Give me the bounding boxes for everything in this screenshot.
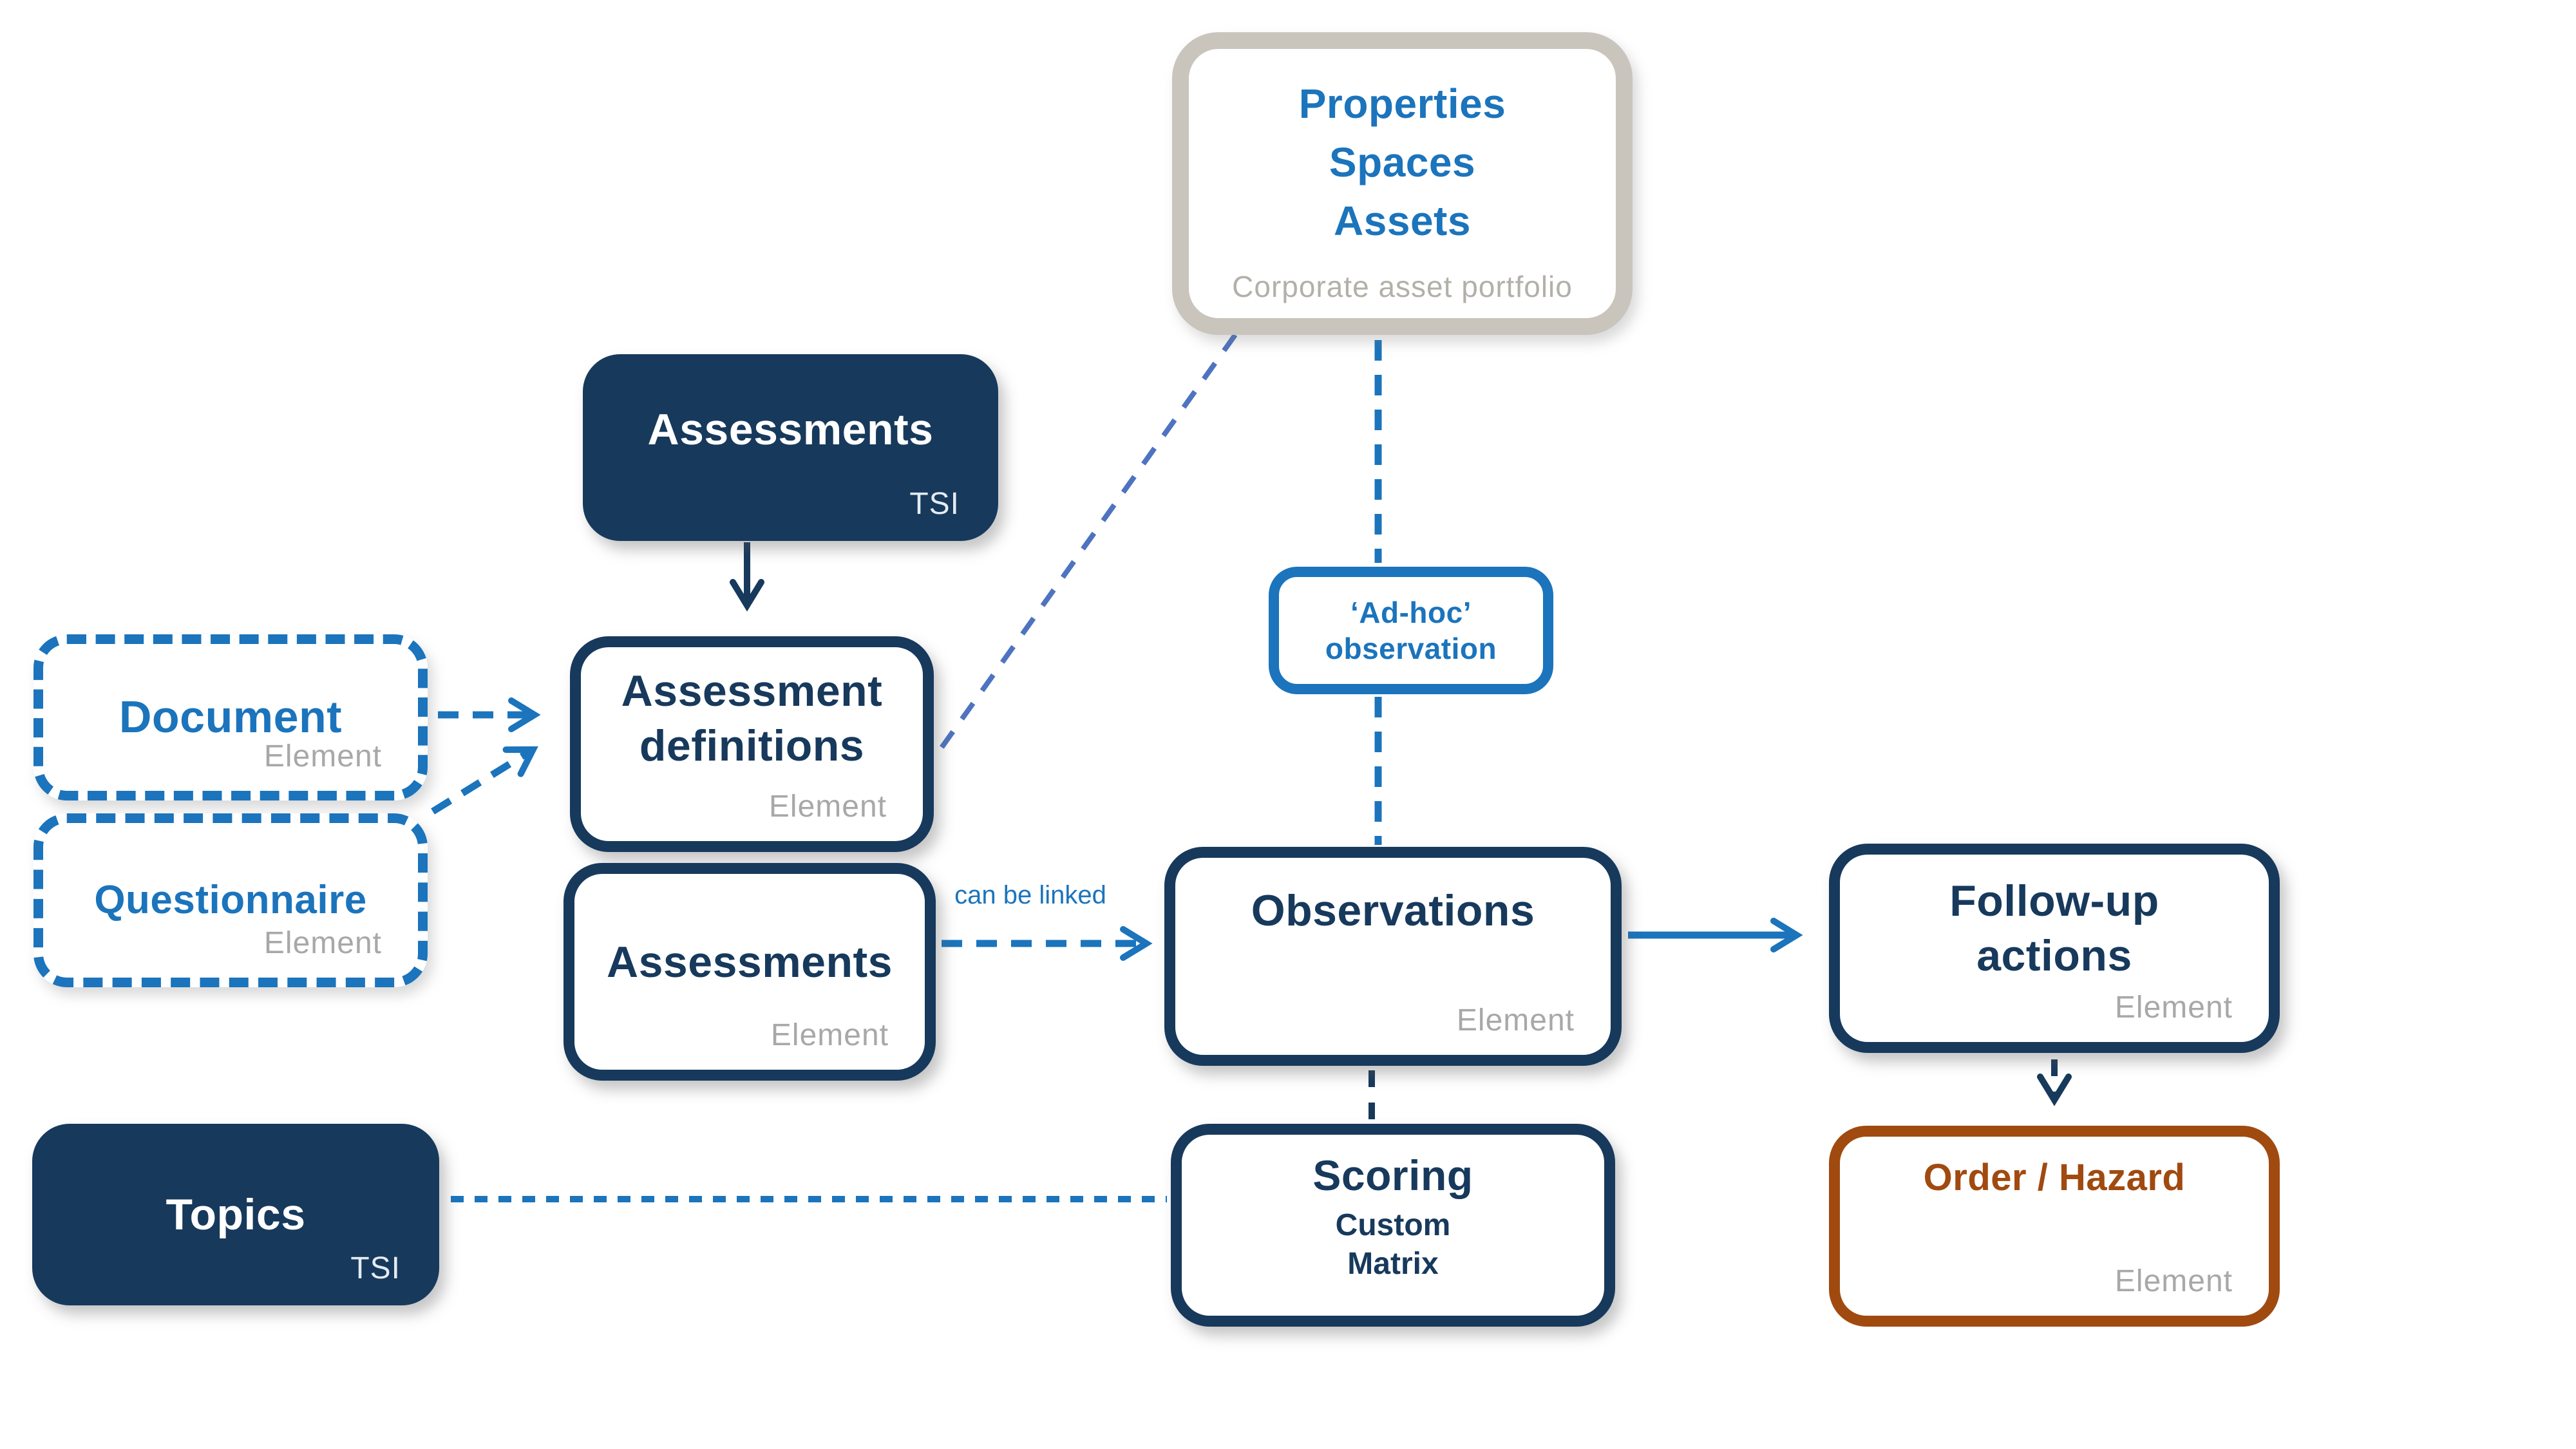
node-followup-actions: Follow-up actions Element bbox=[1829, 844, 2280, 1053]
node-observations: Observations Element bbox=[1164, 847, 1622, 1066]
scoring-sub-1: Custom bbox=[1335, 1208, 1451, 1242]
node-order-hazard: Order / Hazard Element bbox=[1829, 1126, 2280, 1327]
assessments-tsi-tag: TSI bbox=[909, 487, 960, 521]
document-title: Document bbox=[118, 692, 343, 743]
properties-title: Properties Spaces Assets bbox=[1299, 75, 1506, 251]
followup-actions-title: Follow-up actions bbox=[1949, 874, 2159, 983]
questionnaire-tag: Element bbox=[263, 926, 382, 960]
followup-line-2: actions bbox=[1976, 931, 2132, 980]
adhoc-line-1: ‘Ad-hoc’ bbox=[1350, 595, 1472, 629]
line-properties-to-definitions bbox=[933, 333, 1238, 759]
assessments-element-title: Assessments bbox=[607, 937, 893, 987]
scoring-title: Scoring bbox=[1312, 1151, 1473, 1199]
assessments-element-tag: Element bbox=[770, 1018, 889, 1052]
node-document: Document Element bbox=[33, 634, 428, 800]
assessment-definitions-line-1: Assessment bbox=[621, 666, 883, 715]
node-assessments-tsi: Assessments TSI bbox=[583, 354, 998, 541]
properties-line-2: Spaces bbox=[1329, 138, 1476, 185]
node-assessments-element: Assessments Element bbox=[564, 863, 936, 1081]
scoring-sub-2: Matrix bbox=[1347, 1246, 1439, 1281]
node-scoring: Scoring Custom Matrix bbox=[1171, 1124, 1615, 1327]
order-hazard-tag: Element bbox=[2114, 1264, 2233, 1298]
document-tag: Element bbox=[263, 739, 382, 773]
node-properties-spaces-assets: Properties Spaces Assets Corporate asset… bbox=[1172, 32, 1633, 335]
followup-actions-tag: Element bbox=[2114, 990, 2233, 1025]
arrow-questionnaire-to-definitions bbox=[431, 746, 538, 815]
adhoc-line-2: observation bbox=[1325, 632, 1497, 665]
assessment-definitions-tag: Element bbox=[768, 790, 887, 824]
followup-line-1: Follow-up bbox=[1949, 876, 2159, 925]
topics-title: Topics bbox=[166, 1189, 306, 1239]
assessments-tsi-title: Assessments bbox=[647, 405, 934, 454]
observations-tag: Element bbox=[1456, 1003, 1575, 1037]
assessment-definitions-line-2: definitions bbox=[639, 721, 865, 770]
questionnaire-title: Questionnaire bbox=[94, 878, 367, 923]
order-hazard-title: Order / Hazard bbox=[1923, 1157, 2186, 1198]
node-topics: Topics TSI bbox=[32, 1124, 439, 1305]
adhoc-observation-title: ‘Ad-hoc’ observation bbox=[1325, 594, 1497, 667]
properties-line-3: Assets bbox=[1334, 197, 1471, 244]
properties-line-1: Properties bbox=[1298, 80, 1506, 127]
node-assessment-definitions: Assessment definitions Element bbox=[570, 636, 934, 852]
assessment-definitions-title: Assessment definitions bbox=[621, 664, 883, 773]
properties-caption: Corporate asset portfolio bbox=[1232, 270, 1573, 303]
node-adhoc-observation: ‘Ad-hoc’ observation bbox=[1269, 567, 1553, 694]
observations-title: Observations bbox=[1251, 886, 1535, 935]
topics-tag: TSI bbox=[350, 1251, 401, 1285]
can-be-linked-label: can be linked bbox=[954, 881, 1106, 909]
scoring-subtitle: Custom Matrix bbox=[1336, 1206, 1451, 1283]
node-questionnaire: Questionnaire Element bbox=[33, 813, 428, 987]
